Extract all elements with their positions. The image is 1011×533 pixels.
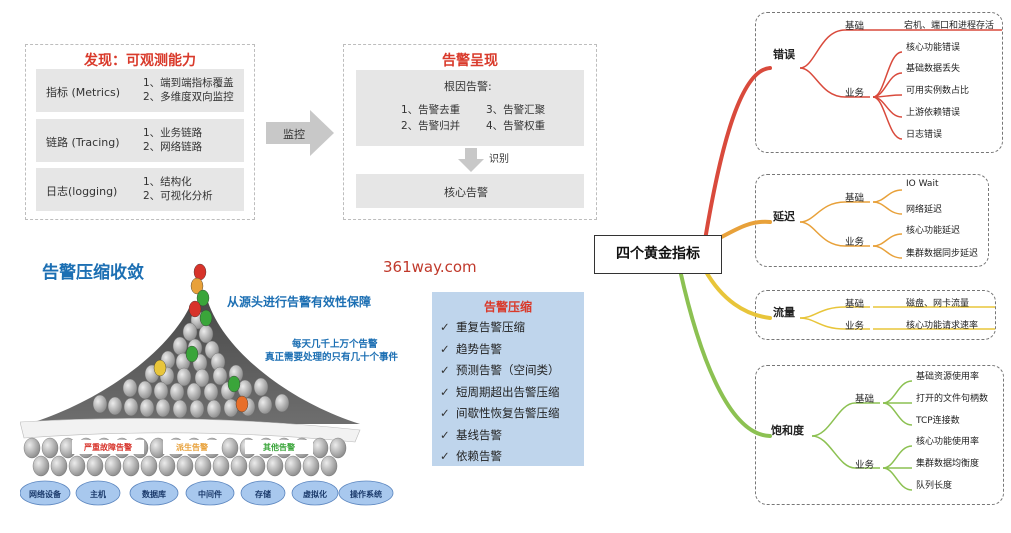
monitor-arrow <box>266 110 334 156</box>
daily-text-2: 真正需要处理的只有几十个事件 <box>265 352 399 363</box>
metrics-item-2: 2、多维度双向监控 <box>143 91 234 103</box>
compression-list-item: ✓趋势告警 <box>440 342 502 356</box>
latency-leaf: IO Wait <box>906 179 939 189</box>
logging-row <box>36 168 244 211</box>
latency-group-business: 业务 <box>845 237 865 248</box>
bottom-label-network: 网络设备 <box>29 490 61 499</box>
compression-list-item: ✓基线告警 <box>440 428 502 442</box>
latency-leaf: 集群数据同步延迟 <box>906 249 979 259</box>
branch-latency <box>714 219 772 242</box>
logging-label: 日志(logging) <box>46 185 118 198</box>
saturation-leaf: 打开的文件句柄数 <box>916 394 989 404</box>
root-item-3: 3、告警汇聚 <box>486 104 546 116</box>
error-leaf: 核心功能错误 <box>906 43 961 53</box>
check-icon: ✓ <box>440 320 450 334</box>
root-item-1: 1、告警去重 <box>401 104 461 116</box>
error-leaf: 上游依赖错误 <box>906 108 961 118</box>
alert-title: 告警呈现 <box>442 53 498 69</box>
center-node: 四个黄金指标 <box>594 235 722 274</box>
traffic-leaf: 磁盘、网卡流量 <box>906 299 970 309</box>
band-label-derived: 派生告警 <box>176 443 208 452</box>
compression-list-item: ✓预测告警（空间类） <box>440 363 560 377</box>
traffic-group-basic: 基础 <box>845 299 865 310</box>
error-group-basic: 基础 <box>845 21 865 32</box>
metrics-row <box>36 69 244 112</box>
tracing-label: 链路 (Tracing) <box>46 136 120 149</box>
compression-list-box <box>432 292 584 466</box>
branch-saturation <box>678 268 772 438</box>
saturation-group-basic: 基础 <box>855 394 875 405</box>
compression-list-item: ✓依赖告警 <box>440 449 502 463</box>
traffic-group-business: 业务 <box>845 321 865 332</box>
band-label-other: 其他告警 <box>263 443 295 452</box>
saturation-leaf: 集群数据均衡度 <box>916 459 980 469</box>
monitor-label: 监控 <box>283 128 305 141</box>
saturation-leaf: TCP连接数 <box>916 416 960 426</box>
bottom-label-os: 操作系统 <box>350 490 382 499</box>
compression-title: 告警压缩收敛 <box>42 263 144 283</box>
tracing-item-1: 1、业务链路 <box>143 127 203 139</box>
error-leaf: 宕机、端口和进程存活 <box>904 21 995 31</box>
root-alert-block <box>356 70 584 146</box>
core-alert-block <box>356 174 584 208</box>
category-traffic: 流量 <box>773 306 795 319</box>
error-box <box>755 12 1003 153</box>
root-item-2: 2、告警归并 <box>401 120 461 132</box>
saturation-leaf: 基础资源使用率 <box>916 372 980 382</box>
tracing-row <box>36 119 244 162</box>
check-icon: ✓ <box>440 449 450 463</box>
bottom-label-virtualization: 虚拟化 <box>303 490 327 499</box>
tracing-item-2: 2、网络链路 <box>143 141 203 153</box>
category-latency: 延迟 <box>773 210 795 223</box>
compression-list-item: ✓间歇性恢复告警压缩 <box>440 406 560 420</box>
check-icon: ✓ <box>440 363 450 377</box>
alert-panel <box>343 44 597 220</box>
latency-leaf: 核心功能延迟 <box>906 226 961 236</box>
check-icon: ✓ <box>440 406 450 420</box>
metrics-item-1: 1、端到端指标覆盖 <box>143 77 234 89</box>
discover-panel <box>25 44 255 220</box>
error-leaf: 日志错误 <box>906 130 943 140</box>
discover-title: 发现：可观测能力 <box>84 53 196 69</box>
core-alert-label: 核心告警 <box>444 186 488 199</box>
category-saturation: 饱和度 <box>771 424 804 437</box>
branch-traffic <box>703 268 772 320</box>
compression-list-item: ✓短周期超出告警压缩 <box>440 385 560 399</box>
latency-group-basic: 基础 <box>845 193 865 204</box>
latency-box <box>755 174 989 267</box>
traffic-leaf: 核心功能请求速率 <box>906 321 979 331</box>
identify-label: 识别 <box>489 154 509 165</box>
error-group-business: 业务 <box>845 88 865 99</box>
error-leaf: 可用实例数占比 <box>906 86 970 96</box>
latency-leaf: 网络延迟 <box>906 205 943 215</box>
check-icon: ✓ <box>440 342 450 356</box>
check-icon: ✓ <box>440 428 450 442</box>
identify-arrow <box>458 148 484 172</box>
saturation-leaf: 队列长度 <box>916 481 953 491</box>
watermark: 361way.com <box>383 258 477 276</box>
bottom-label-host: 主机 <box>90 490 106 499</box>
daily-text-1: 每天几千上万个告警 <box>292 339 378 350</box>
branch-error <box>703 66 772 242</box>
root-alert-title: 根因告警: <box>444 80 492 93</box>
metrics-label: 指标 (Metrics) <box>46 86 121 99</box>
saturation-leaf: 核心功能使用率 <box>916 437 980 447</box>
alert-funnel-graphic <box>20 263 394 506</box>
logging-item-2: 2、可视化分析 <box>143 190 213 202</box>
bottom-label-database: 数据库 <box>142 490 166 499</box>
root-item-4: 4、告警权重 <box>486 120 546 132</box>
compression-list-item: ✓重复告警压缩 <box>440 320 525 334</box>
logging-item-1: 1、结构化 <box>143 176 192 188</box>
bottom-label-middleware: 中间件 <box>198 490 222 499</box>
band-label-severe: 严重故障告警 <box>84 443 132 452</box>
source-text: 从源头进行告警有效性保障 <box>227 295 372 309</box>
error-leaf: 基础数据丢失 <box>906 64 961 74</box>
check-icon: ✓ <box>440 385 450 399</box>
category-error: 错误 <box>773 48 795 61</box>
saturation-group-business: 业务 <box>855 460 875 471</box>
compression-list-title: 告警压缩 <box>483 300 532 314</box>
bottom-label-storage: 存储 <box>255 490 271 499</box>
saturation-box <box>755 365 1004 505</box>
